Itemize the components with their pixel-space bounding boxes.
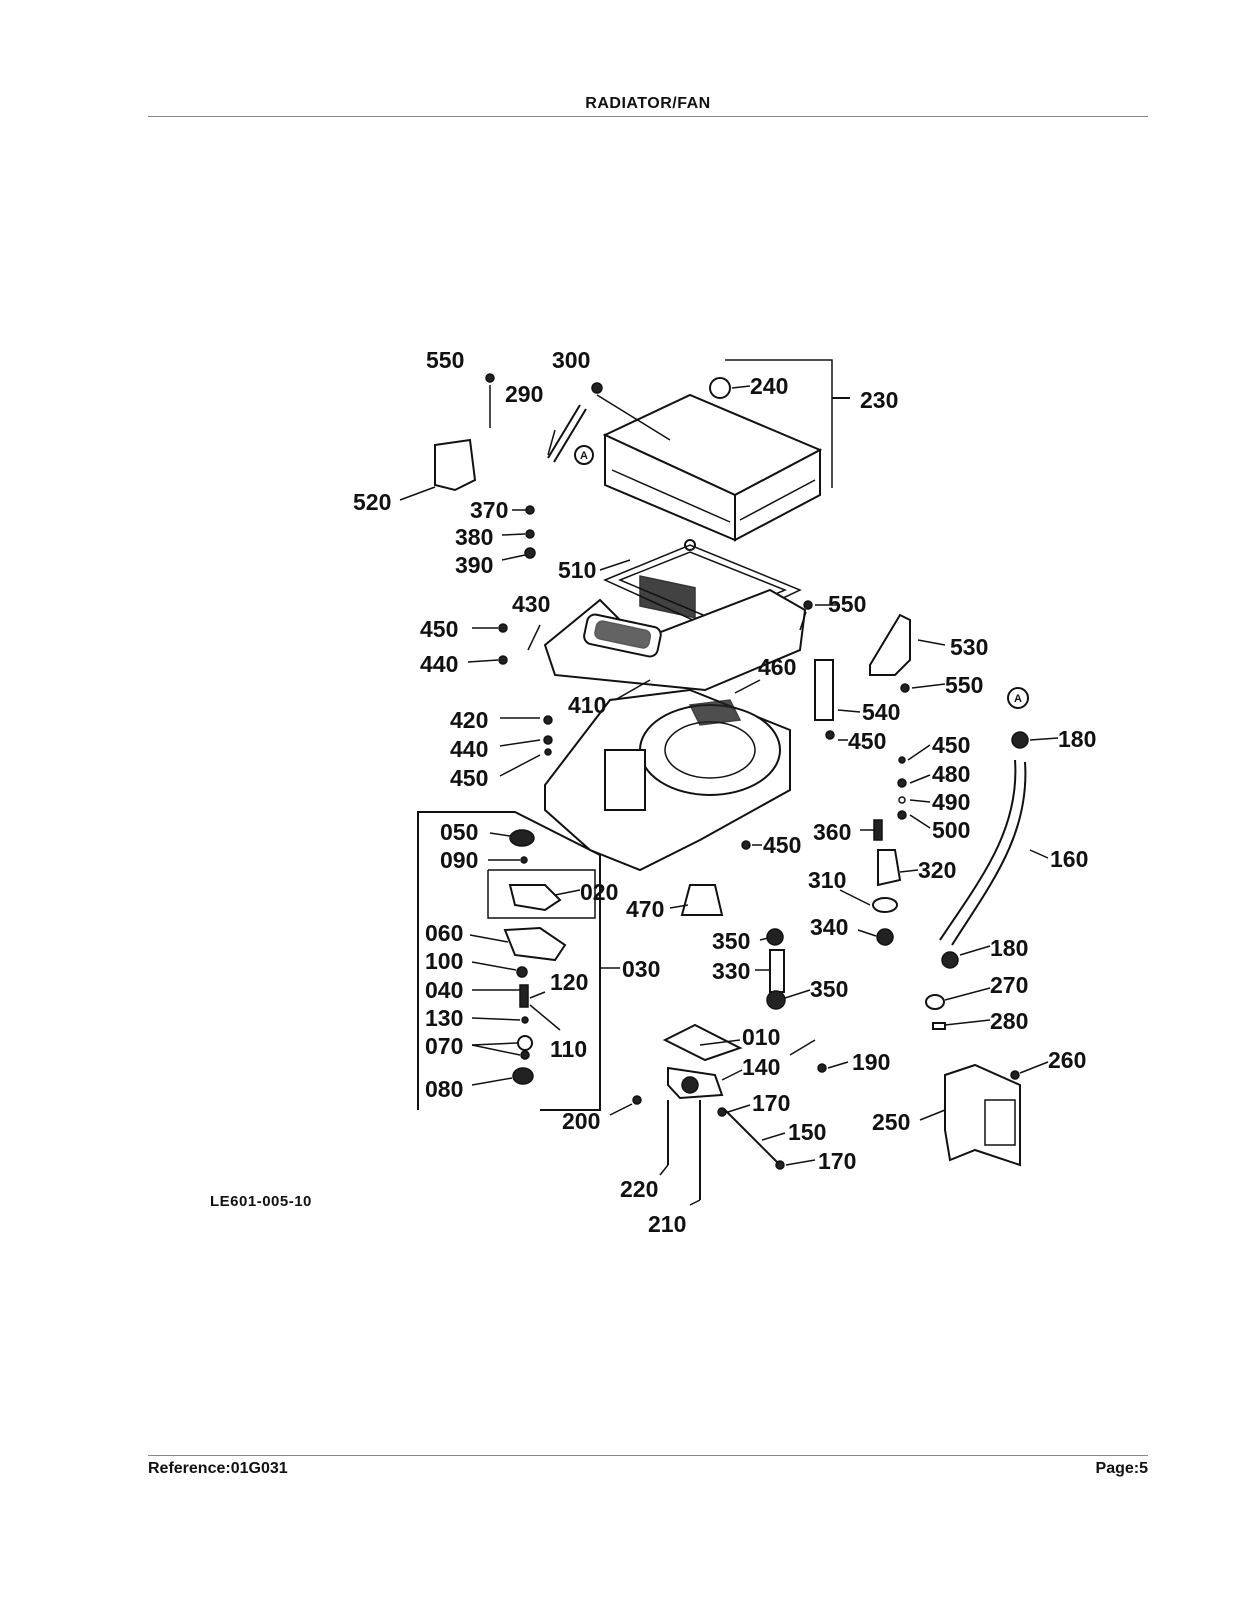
callout-label: 040 [425,977,463,1003]
callout-label: 130 [425,1005,463,1031]
callout-label: 290 [505,381,543,407]
callout-label: 490 [932,789,970,815]
callout-label: 380 [455,524,493,550]
callout-label: 330 [712,958,750,984]
callout-label: 350 [712,928,750,954]
callout-label: 430 [512,591,550,617]
callout-label: 550 [426,347,464,373]
callout-label: 520 [353,489,391,515]
callout-label: 170 [752,1090,790,1116]
callout-label: 190 [852,1049,890,1075]
page-number: Page:5 [1095,1460,1148,1477]
leader-lines [399,385,1059,1206]
callout-label: 010 [742,1024,780,1050]
callout-label: 120 [550,969,588,995]
callout-label: 080 [425,1076,463,1102]
callout-label: 050 [440,819,478,845]
callout-label: 300 [552,347,590,373]
callout-label: 530 [950,634,988,660]
callout-label: 510 [558,557,596,583]
callout-label: 240 [750,373,788,399]
callout-label: 200 [562,1108,600,1134]
callout-label: 180 [990,935,1028,961]
callout-label: 450 [763,832,801,858]
bracket-230 [725,359,833,488]
callout-label: 220 [620,1176,658,1202]
callout-label: 390 [455,552,493,578]
reference-label: Reference:01G031 [148,1460,288,1477]
footer-rule [148,1455,1148,1456]
callout-label: 320 [918,857,956,883]
callout-label: 550 [945,672,983,698]
callout-label: 260 [1048,1047,1086,1073]
callout-label: 340 [810,914,848,940]
callout-label: 090 [440,847,478,873]
callout-label: 180 [1058,726,1096,752]
callout-label: 250 [872,1109,910,1135]
callout-label: 150 [788,1119,826,1145]
callout-label: 230 [860,387,898,413]
drawing-code: LE601-005-10 [210,1193,312,1210]
callout-label: 270 [990,972,1028,998]
callout-label: 500 [932,817,970,843]
callout-label: 470 [626,896,664,922]
callout-label: 020 [580,879,618,905]
callout-label: 420 [450,707,488,733]
callout-label: 410 [568,692,606,718]
callout-label: 140 [742,1054,780,1080]
callout-label: 210 [648,1211,686,1237]
callout-label: 170 [818,1148,856,1174]
callout-label: 310 [808,867,846,893]
callout-label: 280 [990,1008,1028,1034]
page-title: RADIATOR/FAN [585,95,711,112]
header-rule [148,116,1148,117]
callout-label: 540 [862,699,900,725]
callout-label: 070 [425,1033,463,1059]
callout-label: 460 [758,654,796,680]
callout-labels: 550 300 290 240 230 520 370 380 390 510 … [353,347,1096,1237]
callout-label: 060 [425,920,463,946]
callout-label: 450 [848,728,886,754]
callout-label: 100 [425,948,463,974]
callout-label: 160 [1050,846,1088,872]
callout-label: 450 [420,616,458,642]
callout-label: 480 [932,761,970,787]
callout-label: 110 [550,1036,587,1062]
callout-label: 360 [813,819,851,845]
callout-label: 030 [622,956,660,982]
callout-label: 350 [810,976,848,1002]
callout-marker-a-label: A [580,450,588,462]
callout-label: 450 [450,765,488,791]
callout-marker-a-right [1007,687,1029,709]
radiator-core-shape [602,377,823,619]
callout-marker-a-right-label: A [1014,693,1022,705]
callout-label: 370 [470,497,508,523]
callout-label: 440 [450,736,488,762]
callout-label: 450 [932,732,970,758]
callout-label: 550 [828,591,866,617]
callout-marker-a-top [574,445,594,465]
callout-label: 440 [420,651,458,677]
